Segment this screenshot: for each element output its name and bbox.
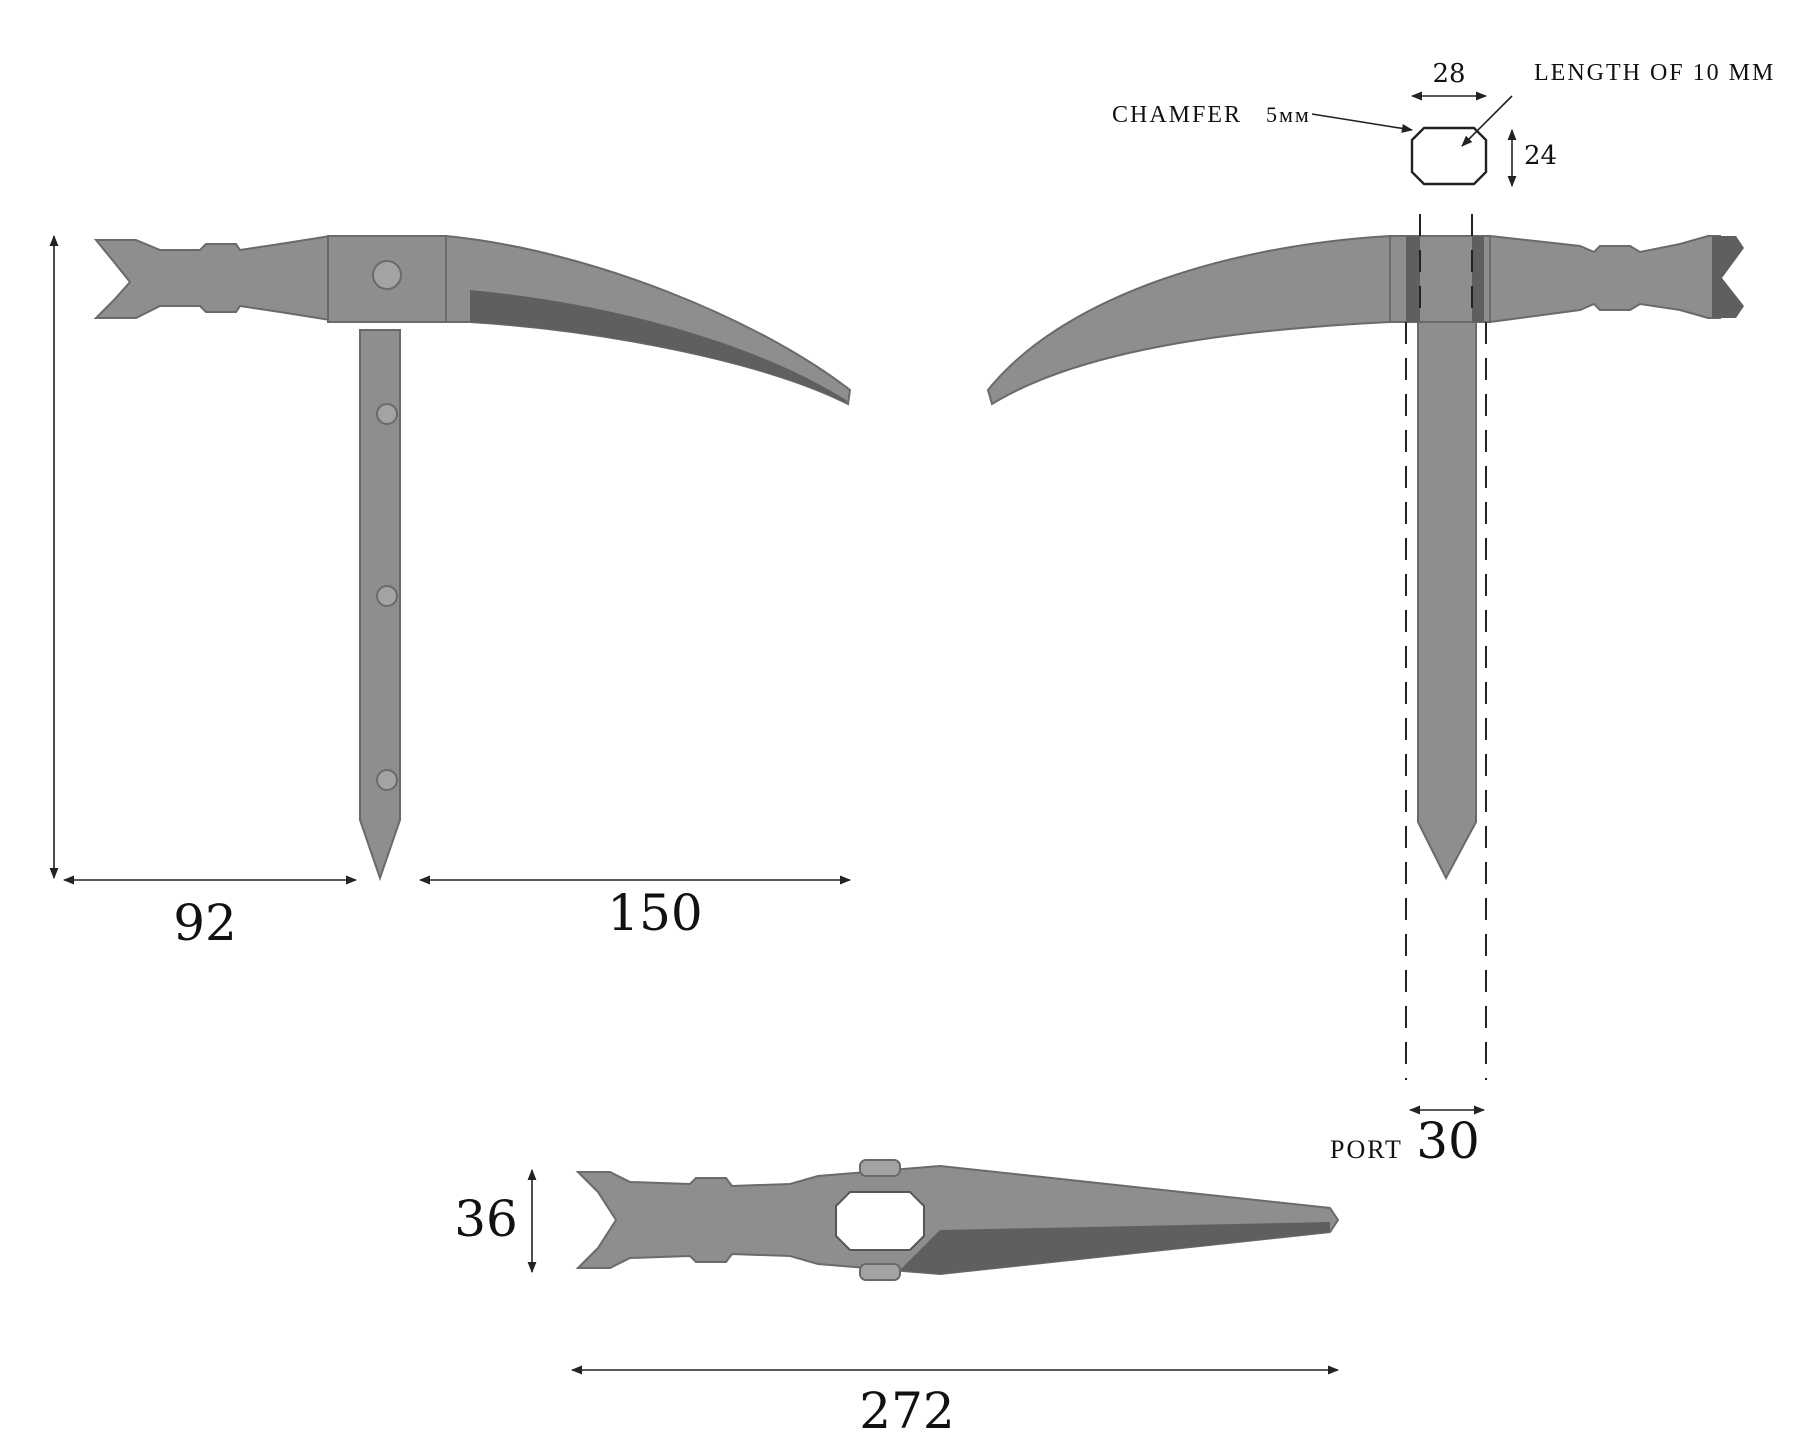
top-body-shadow — [900, 1222, 1330, 1274]
length-leader — [1461, 95, 1513, 147]
top-view-pickaxe — [574, 1159, 1340, 1281]
chamfer-value: 5мм — [1266, 102, 1311, 127]
port-value: 30 — [1416, 1112, 1480, 1170]
top-socket-tab-bottom — [859, 1263, 901, 1281]
rivet-icon — [376, 403, 398, 425]
cross-section: 28 24 CHAMFER 5мм LENGTH OF 10 MM — [1112, 59, 1775, 188]
front-view-pickaxe — [92, 234, 852, 882]
side-handle — [1417, 321, 1477, 881]
rivet-icon — [376, 585, 398, 607]
top-dimensions: 36 272 — [454, 1168, 1340, 1440]
front-pick-shadow — [470, 290, 848, 404]
section-height-label: 24 — [1524, 141, 1557, 171]
section-width-label: 28 — [1432, 59, 1465, 89]
front-dimensions: 92 150 — [49, 234, 852, 952]
front-fork-notch — [92, 258, 120, 300]
top-socket-hole — [835, 1191, 925, 1251]
port-label: PORT — [1330, 1135, 1403, 1164]
side-pick-blade — [986, 234, 1391, 406]
chamfer-leader — [1311, 113, 1414, 133]
dimension-150-label: 150 — [607, 884, 702, 942]
dimension-92-label: 92 — [173, 894, 237, 952]
side-head-right — [1489, 234, 1721, 324]
top-socket-tab-top — [859, 1159, 901, 1177]
side-view-pickaxe — [986, 234, 1744, 881]
length-272-label: 272 — [859, 1382, 954, 1440]
socket-section-octagon — [1410, 126, 1488, 186]
length-label: LENGTH OF 10 MM — [1534, 60, 1775, 86]
height-36-label: 36 — [454, 1190, 518, 1248]
chamfer-label: CHAMFER — [1112, 102, 1242, 128]
side-socket-shade-2 — [1472, 236, 1484, 322]
side-fork-end — [1712, 236, 1744, 318]
projection-lines: PORT 30 — [1330, 214, 1487, 1170]
top-fork-notch — [574, 1196, 604, 1244]
rivet-icon — [376, 769, 398, 791]
rivet-icon — [372, 260, 402, 290]
side-socket-shade — [1406, 236, 1420, 322]
front-head-left — [93, 234, 331, 322]
